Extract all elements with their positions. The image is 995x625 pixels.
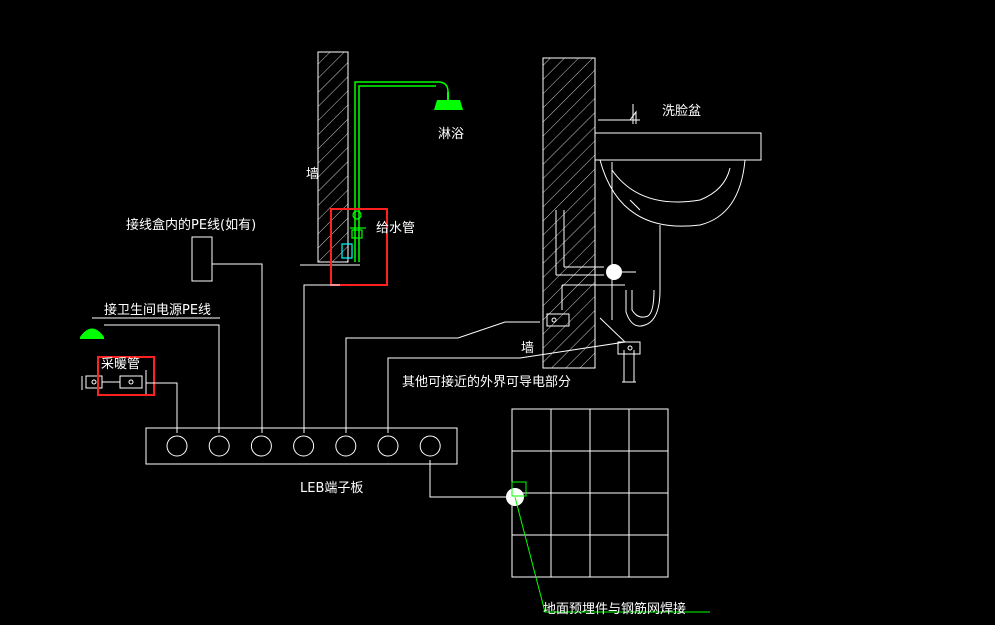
shower-label: 淋浴: [438, 127, 464, 142]
leb-terminal: [377, 435, 399, 457]
wash-basin-icon: [546, 104, 762, 383]
leb-terminal: [250, 435, 272, 457]
lamp-icon: [80, 328, 104, 339]
leb-terminal: [293, 435, 315, 457]
shower-wall: [300, 51, 360, 266]
leb-terminal: [208, 435, 230, 457]
leb-terminal: [419, 435, 441, 457]
floor-embedded-label: 地面预埋件与钢筋网焊接: [543, 601, 686, 617]
shower-pipe: [354, 81, 449, 262]
leb-board-label: LEB端子板: [300, 481, 363, 496]
leb-terminals: [166, 435, 441, 457]
junction-box: [191, 236, 213, 282]
trap-valve-icon: [606, 264, 622, 280]
leb-terminal: [166, 435, 188, 457]
heating-pipe: [81, 370, 147, 394]
heating-pipe-label: 采暖管: [101, 357, 140, 372]
wall-label-right: 墙: [521, 341, 534, 356]
floor-bond-marker: [511, 481, 527, 497]
floor-rebar-grid: [511, 408, 669, 578]
highlight-heating-pipe: [97, 356, 155, 396]
shower-head-icon: [434, 92, 463, 110]
other-conductive-label: 其他可接近的外界可导电部分: [402, 374, 571, 390]
water-supply-pipe-label: 给水管: [376, 221, 415, 236]
bathroom-power-pe-label: 接卫生间电源PE线: [104, 302, 211, 318]
wash-basin-label: 洗脸盆: [662, 104, 701, 119]
valve-icon: [341, 210, 366, 259]
leb-board: [145, 427, 458, 465]
wall-label-top: 墙: [306, 167, 319, 182]
leb-terminal: [335, 435, 357, 457]
floor-leader-line: [514, 496, 710, 613]
bonding-wires: [104, 263, 627, 498]
junction-box-pe-label: 接线盒内的PE线(如有): [126, 217, 256, 233]
highlight-water-pipe: [330, 208, 388, 286]
